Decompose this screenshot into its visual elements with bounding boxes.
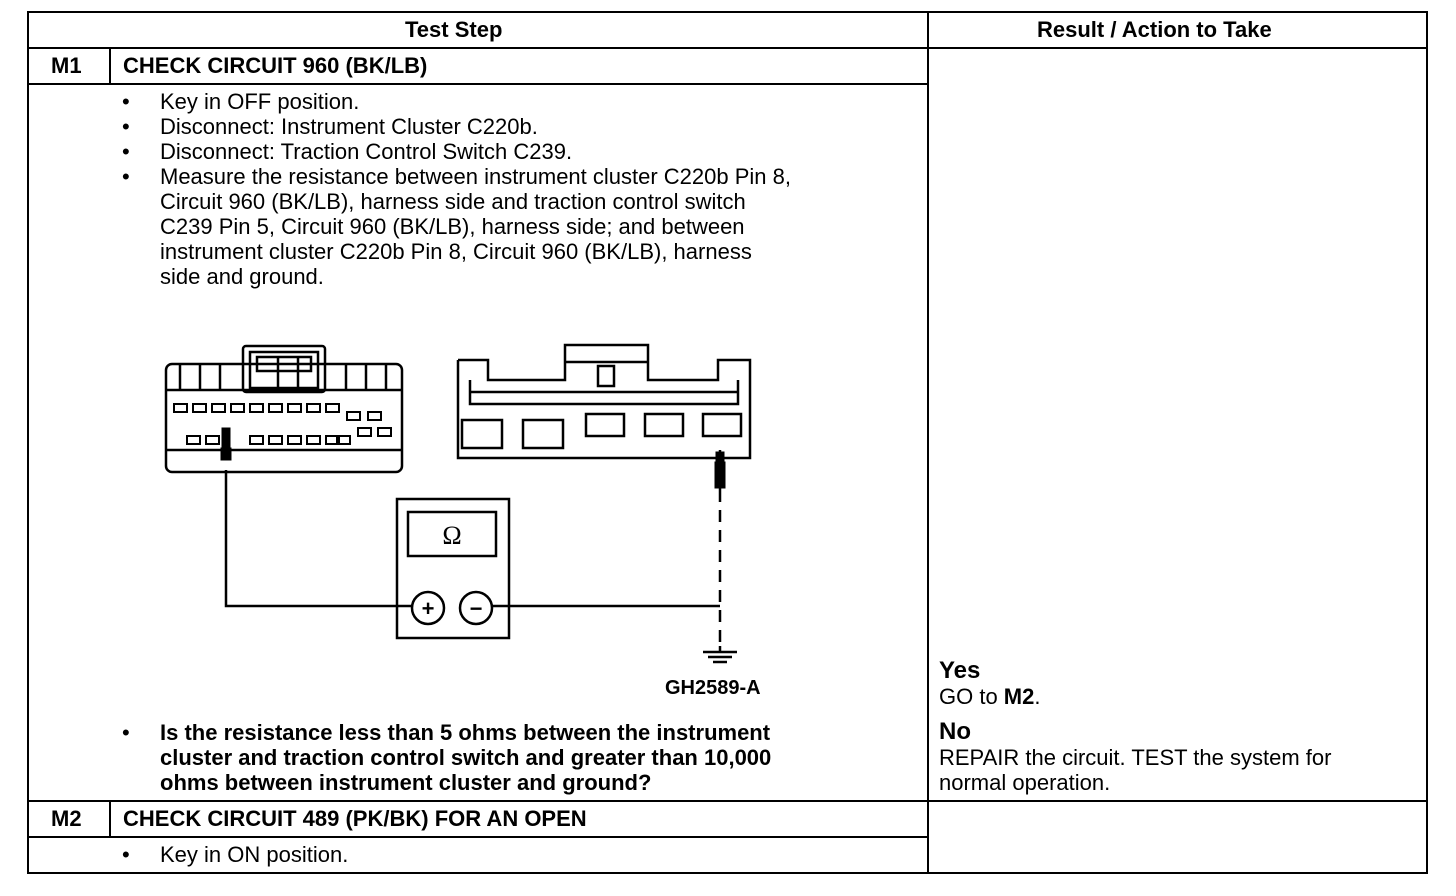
header-divider: [27, 47, 1428, 49]
cluster-pin-cavities: [173, 403, 392, 445]
m1-id-divider: [109, 47, 111, 84]
bullet-mark: •: [122, 114, 130, 139]
yes-action-target: M2: [1003, 684, 1035, 709]
m1-question-line: Is the resistance less than 5 ohms betwe…: [160, 720, 771, 745]
table-border-top: [27, 11, 1428, 13]
figure-label: GH2589-A: [665, 677, 761, 699]
m1-step-id: M1: [51, 53, 82, 78]
yes-action-suffix: .: [1034, 684, 1041, 709]
table-border-bottom: [27, 872, 1428, 874]
m2-step-id: M2: [51, 806, 82, 831]
result-no-label: No: [939, 718, 971, 745]
bullet-mark: •: [122, 164, 130, 189]
ohmmeter: [395, 497, 511, 640]
bullet-mark: •: [122, 842, 130, 867]
m1-measure-line: Circuit 960 (BK/LB), harness side and tr…: [160, 189, 746, 214]
header-test-step: Test Step: [405, 17, 503, 42]
column-divider: [927, 11, 929, 874]
m2-id-divider: [109, 800, 111, 837]
header-result-action: Result / Action to Take: [1037, 17, 1272, 42]
m1-step-item: Key in OFF position.: [160, 89, 360, 114]
bullet-mark: •: [122, 139, 130, 164]
m1-measure-line: instrument cluster C220b Pin 8, Circuit …: [160, 239, 752, 264]
m2-step-item: Key in ON position.: [160, 842, 349, 867]
table-border-left: [27, 11, 29, 874]
m2-title-divider: [27, 836, 928, 838]
result-no-action-line: REPAIR the circuit. TEST the system for: [939, 745, 1332, 770]
m1-step-title: CHECK CIRCUIT 960 (BK/LB): [123, 53, 428, 78]
result-no-action-line: normal operation.: [939, 770, 1111, 795]
instrument-cluster-connector: [164, 344, 404, 474]
m2-step-title: CHECK CIRCUIT 489 (PK/BK) FOR AN OPEN: [123, 806, 587, 831]
traction-switch-connector: [456, 343, 752, 460]
m1-question-line: ohms between instrument cluster and grou…: [160, 770, 652, 795]
meter-minus: −: [470, 596, 483, 621]
ground-icon: [703, 646, 737, 664]
table-border-right: [1426, 11, 1428, 874]
ohm-symbol: Ω: [442, 521, 461, 550]
bullet-mark: •: [122, 89, 130, 114]
m1-step-item: Disconnect: Instrument Cluster C220b.: [160, 114, 538, 139]
yes-action-prefix: GO to: [939, 684, 1004, 709]
result-yes-label: Yes: [939, 657, 981, 684]
m1-measure-line: Measure the resistance between instrumen…: [160, 164, 791, 189]
m1-title-divider: [27, 83, 928, 85]
m1-step-item: Disconnect: Traction Control Switch C239…: [160, 139, 573, 164]
m2-row-divider: [27, 800, 1428, 802]
m1-question-line: cluster and traction control switch and …: [160, 745, 772, 770]
m1-measure-line: C239 Pin 5, Circuit 960 (BK/LB), harness…: [160, 214, 745, 239]
m1-measure-line: side and ground.: [160, 264, 324, 289]
probe-tips: [220, 427, 726, 489]
result-yes-action: GO to M2.: [939, 684, 1040, 709]
meter-plus: +: [422, 596, 435, 621]
bullet-mark: •: [122, 720, 130, 745]
